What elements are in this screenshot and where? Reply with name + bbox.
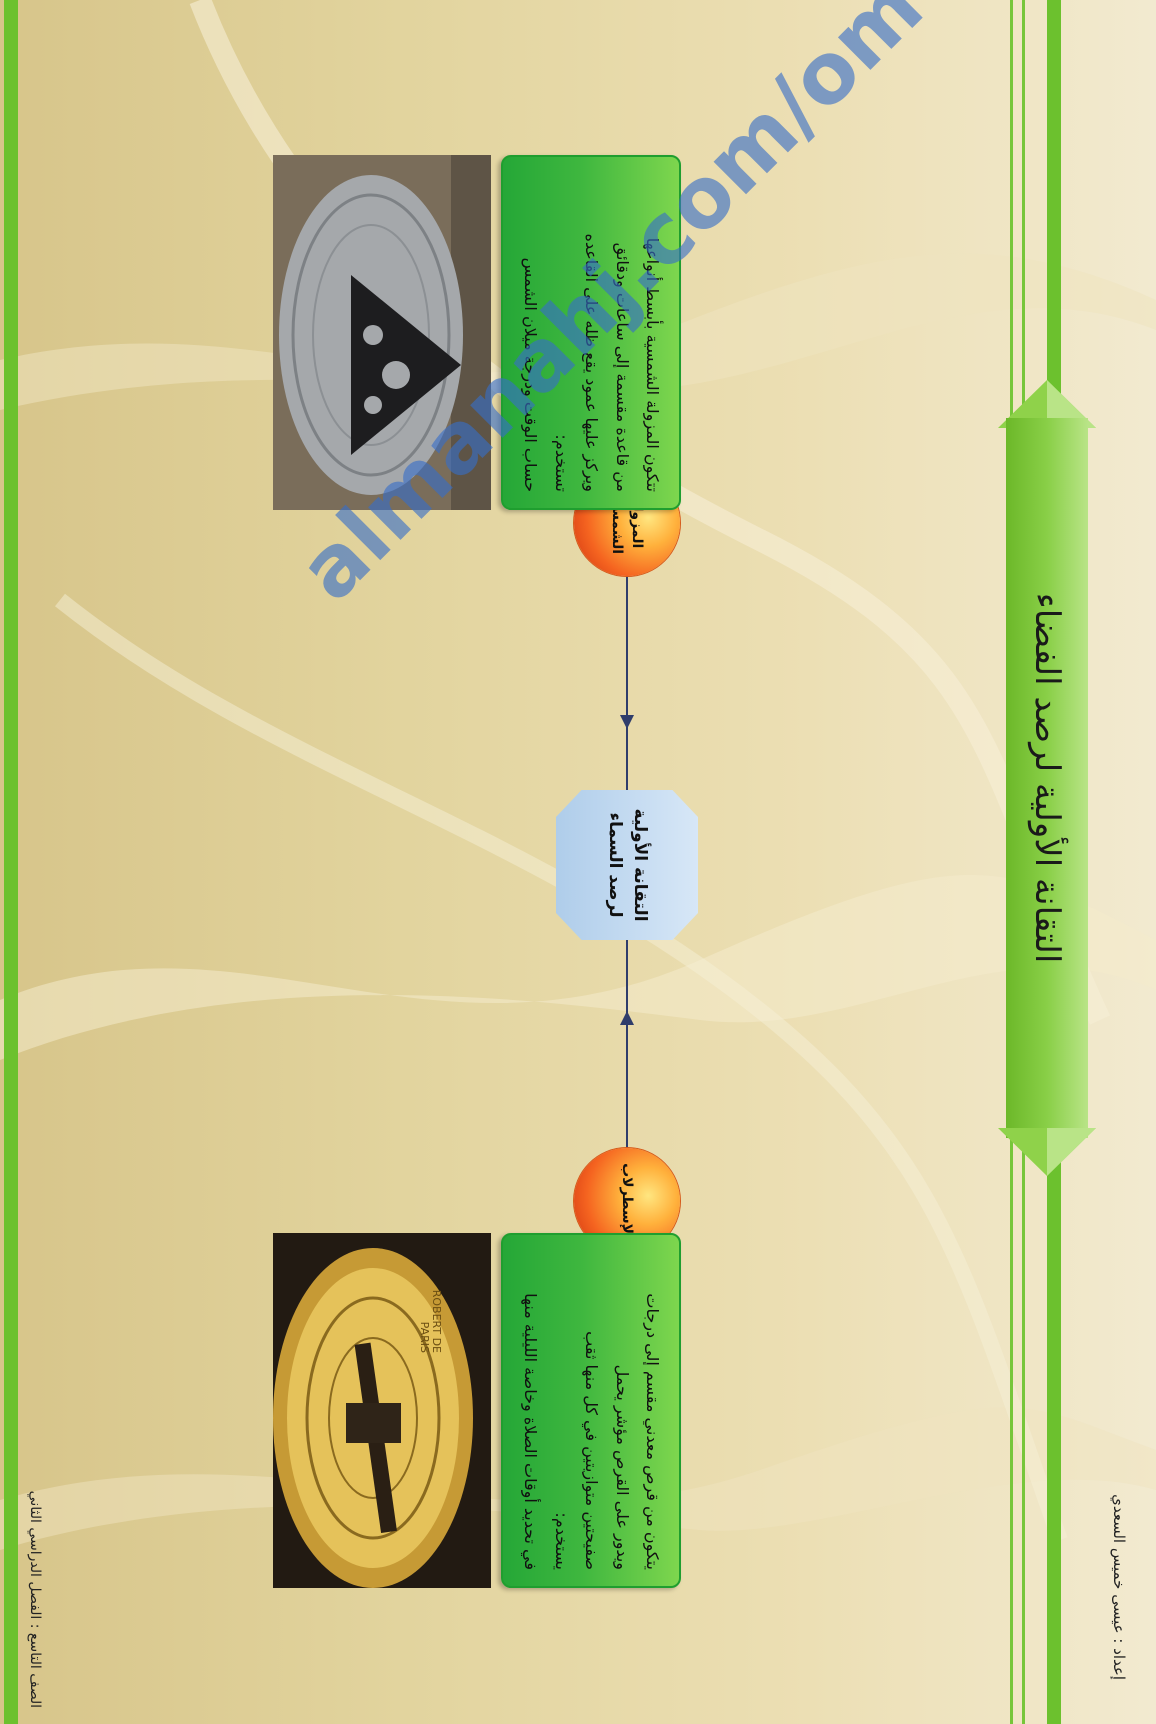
arrowhead-icon [620,715,634,729]
description-line: يتكون من قرص معدني مقسم إلى درجات [643,1293,662,1570]
description-line: صفيحتين متوازيتين في كل منها ثقب [582,1331,602,1570]
description-line: ويدور على القرص مؤشر يحمل [612,1364,632,1570]
center-topic-node: التقانة الأولية لرصد السماء [556,790,698,940]
center-topic-label: التقانة الأولية لرصد السماء [605,808,651,922]
banner-right-arrow-icon [998,1128,1096,1176]
astrolabe-description-card: يتكون من قرص معدني مقسم إلى درجات ويدور … [501,1233,681,1588]
sundial-photo [273,155,491,510]
banner-left-arrow-icon [998,380,1096,428]
astrolabe-photo: PARIS ROBERT DE [273,1233,491,1588]
description-line: في تحديد أوقات الصلاة وخاصة الليلية منها [521,1293,541,1570]
description-line: يستخدم: [551,1512,571,1570]
astrolabe-engraving: PARIS [418,1322,431,1353]
grade-label: الصف التاسع : الفصل الدراسي الثاني [27,1490,43,1708]
arrowhead-icon [620,1011,634,1025]
left-rail [4,0,18,1724]
astrolabe-title: الإسطرلاب [619,1163,636,1239]
astrolabe-engraving: ROBERT DE [430,1290,443,1353]
